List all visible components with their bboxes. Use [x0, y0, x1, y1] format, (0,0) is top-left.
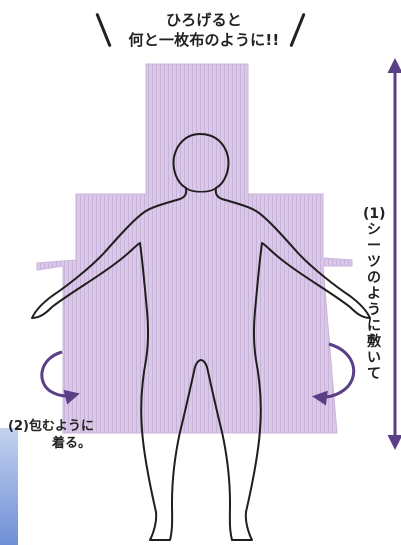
step-1-label-char: よ — [363, 286, 385, 302]
title-line-1: ひろげると — [102, 10, 306, 30]
spread-cloth — [37, 64, 352, 433]
step-1-label-char: て — [363, 366, 385, 382]
step-2-line-2: 着る。 — [8, 435, 128, 452]
step-1-label-char: い — [363, 350, 385, 366]
step-1-label-char: (1) — [363, 206, 385, 222]
step-1-label-char: ー — [363, 238, 385, 254]
step-1-label-char: の — [363, 270, 385, 286]
step-2-label: (2)包むように 着る。 — [8, 418, 128, 452]
step-1-label-char: シ — [363, 222, 385, 238]
step-1-label-char: に — [363, 318, 385, 334]
title-line-2: 何と一枚布のように!! — [102, 30, 306, 50]
step-1-label-char: 敷 — [363, 334, 385, 350]
step-1-label: (1)シーツのように敷いて — [363, 206, 385, 382]
step-1-label-char: ツ — [363, 254, 385, 270]
diagram-title: ひろげると 何と一枚布のように!! — [102, 10, 306, 50]
step-1-label-char: う — [363, 302, 385, 318]
step-2-line-1: (2)包むように — [8, 419, 94, 434]
